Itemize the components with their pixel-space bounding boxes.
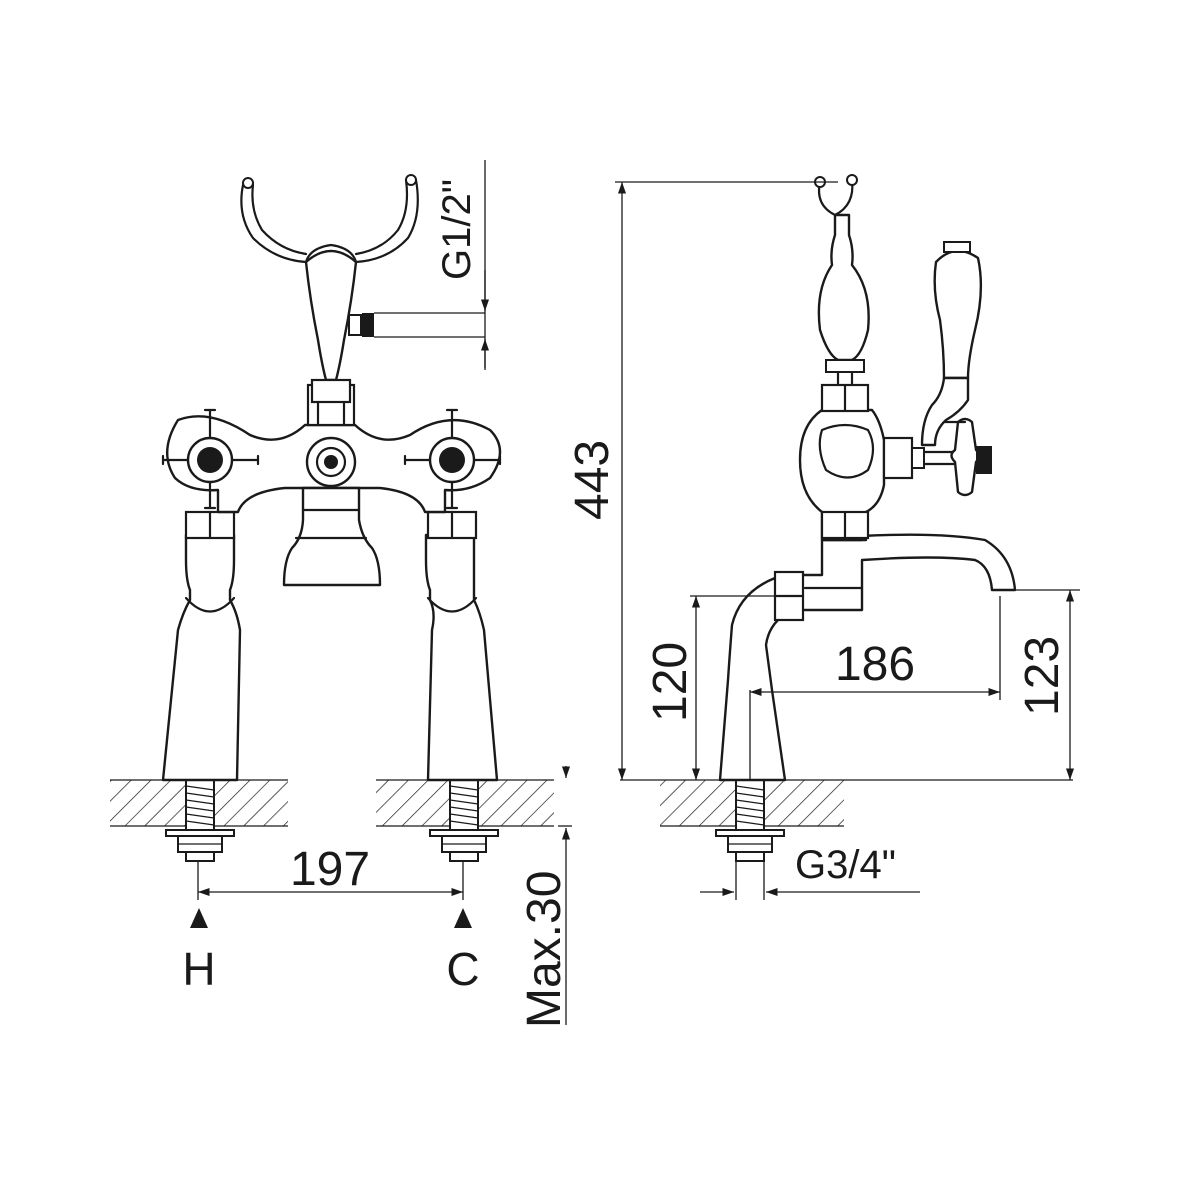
front-leg-left-collar (184, 596, 236, 613)
front-nut-right (426, 510, 478, 540)
side-nut-lower (820, 510, 870, 540)
side-nut-upper (820, 383, 870, 413)
front-leg-left (161, 533, 242, 782)
front-shower-cradle (240, 178, 419, 264)
side-shower-arm (817, 213, 870, 362)
hot-inlet-label: H (182, 943, 215, 995)
spout-height-label: 123 (1016, 636, 1069, 716)
outlet-thread-dimension: G1/2" (374, 160, 490, 370)
cold-inlet-marker: C (446, 908, 480, 995)
centres-dimension: 197 (197, 843, 464, 900)
outlet-thread-label: G1/2" (435, 179, 479, 280)
spout-projection-label: 186 (835, 638, 915, 691)
centres-label: 197 (290, 843, 370, 896)
front-leg-right (424, 533, 499, 782)
inlet-thread-dimension: G3/4" (700, 843, 920, 900)
front-view: G1/2" 197 H C Max.30 (110, 160, 572, 1028)
side-spout (798, 533, 1017, 612)
side-tail (715, 779, 785, 862)
total-height-dimension: 443 (566, 181, 838, 780)
side-deck (620, 779, 1073, 827)
inlet-thread-label: G3/4" (795, 843, 896, 887)
side-leg (718, 576, 787, 782)
front-leg-right-collar (426, 596, 478, 613)
side-view: 443 120 186 123 G3/4" (566, 174, 1080, 900)
spout-projection-dimension: 186 (749, 596, 1001, 780)
front-nut-left (184, 510, 236, 540)
deck-thickness-dimension: Max.30 (518, 766, 572, 1028)
side-union-nut (773, 570, 805, 622)
front-spout (282, 486, 382, 587)
hot-inlet-marker: H (182, 908, 216, 995)
front-handle-cold (403, 408, 502, 510)
side-cross-handle (933, 417, 992, 497)
total-height-label: 443 (566, 440, 619, 520)
front-tail-right (429, 779, 499, 862)
side-lever-handle (933, 249, 983, 380)
front-handle-hot (161, 408, 260, 510)
hose-height-dimension: 120 (644, 595, 775, 780)
hose-height-label: 120 (644, 642, 697, 722)
deck-thickness-label: Max.30 (518, 871, 571, 1028)
spout-height-dimension: 123 (1015, 589, 1080, 780)
cold-inlet-label: C (446, 943, 479, 995)
